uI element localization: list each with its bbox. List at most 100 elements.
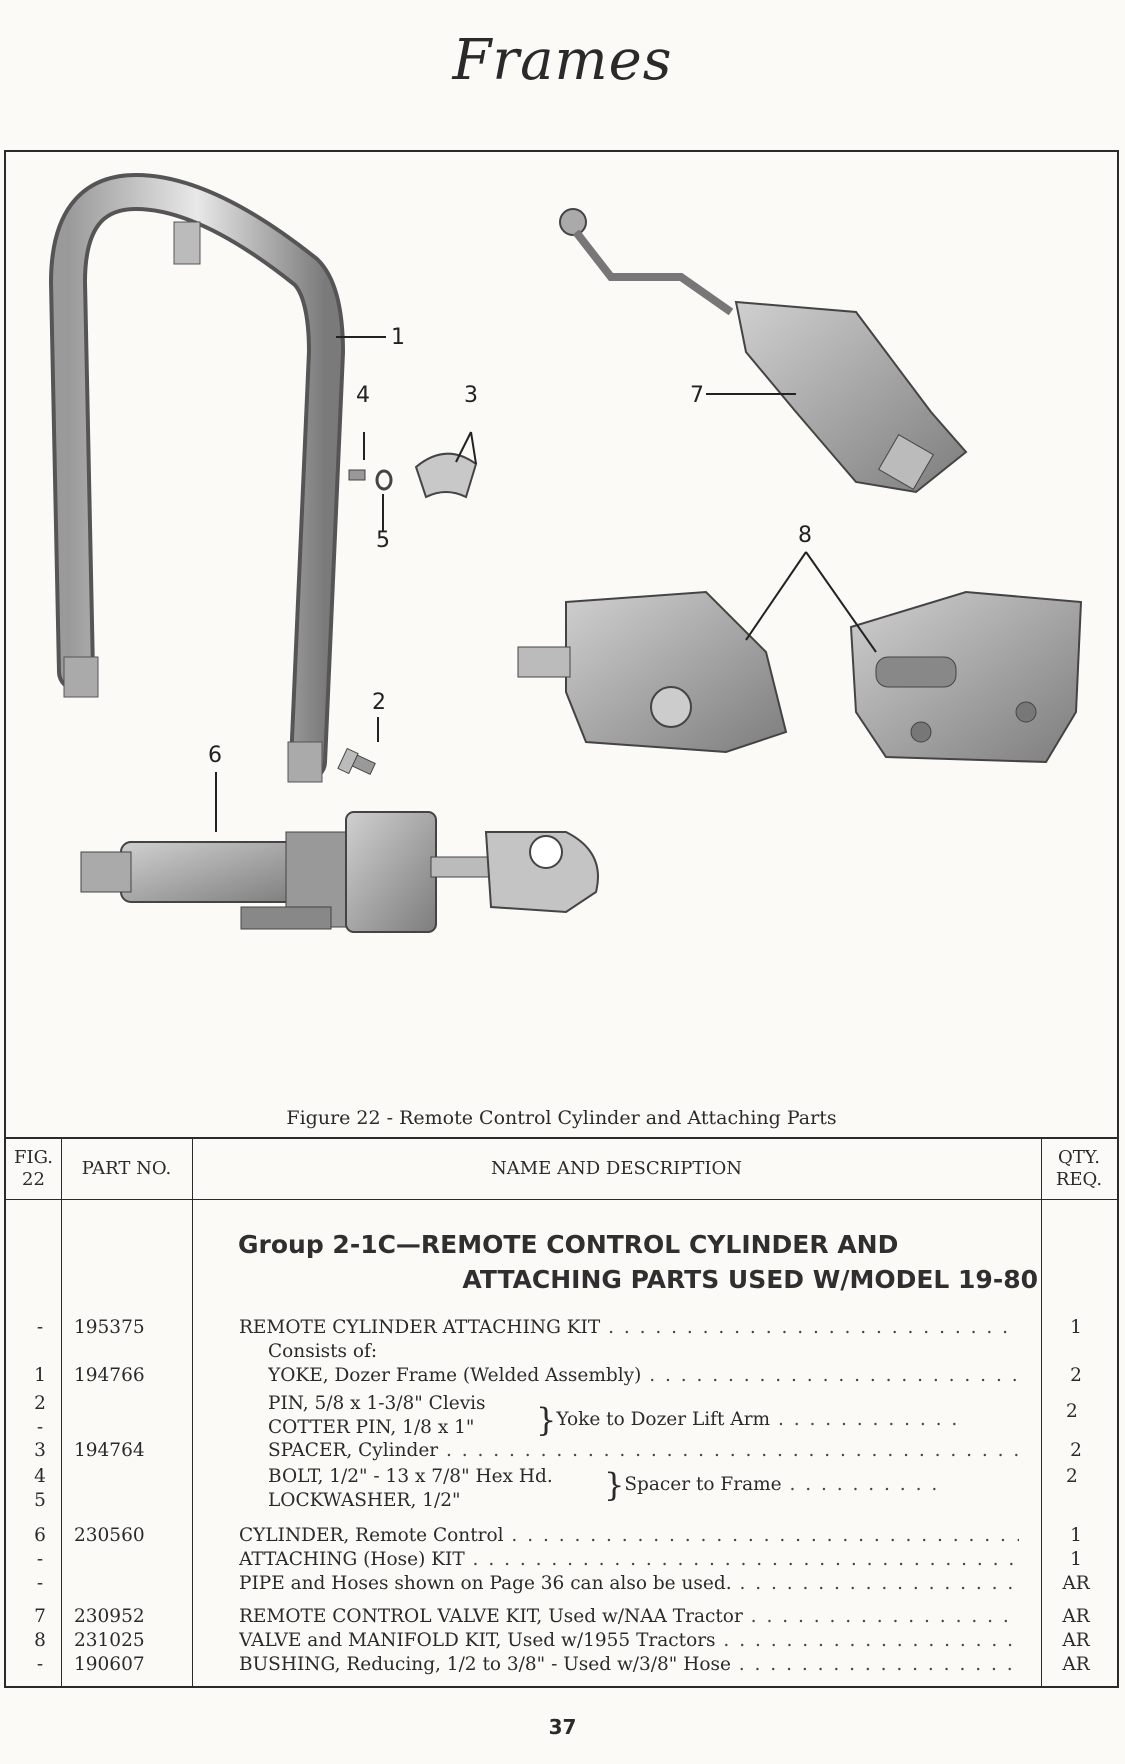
row-qty: AR	[1062, 1606, 1090, 1627]
row-description: REMOTE CYLINDER ATTACHING KIT . . . . . …	[239, 1317, 1019, 1338]
row-qty: 1	[1070, 1317, 1082, 1338]
row-description: PIN, 5/8 x 1-3/8" Clevis	[268, 1392, 1018, 1416]
parts-table: FIG. 22 PART NO. NAME AND DESCRIPTION QT…	[6, 1137, 1117, 1688]
row-qty: 2	[1070, 1440, 1082, 1461]
table-row: - ATTACHING (Hose) KIT . . . . . . . . . …	[6, 1548, 1117, 1572]
figure-caption: Figure 22 - Remote Control Cylinder and …	[286, 1107, 837, 1129]
row-description-text: PIN, 5/8 x 1-3/8" Clevis	[268, 1393, 486, 1414]
page-title: Frames	[452, 28, 673, 93]
row-description: REMOTE CONTROL VALVE KIT, Used w/NAA Tra…	[239, 1606, 1019, 1627]
remote-cylinder-part	[80, 811, 599, 933]
callout-4: 4	[356, 383, 370, 408]
row-fig: -	[36, 1573, 44, 1594]
callout-5: 5	[376, 528, 390, 553]
table-row: - COTTER PIN, 1/8 x 1"	[6, 1416, 1117, 1440]
row-description-text: BOLT, 1/2" - 13 x 7/8" Hex Hd.	[268, 1466, 553, 1487]
callout-leaders	[215, 336, 877, 832]
callout-2: 2	[372, 690, 386, 715]
row-fig: 3	[34, 1440, 46, 1461]
callout-7: 7	[690, 383, 704, 408]
row-description-text: LOCKWASHER, 1/2"	[268, 1490, 461, 1511]
row-description: COTTER PIN, 1/8 x 1"	[268, 1416, 1018, 1440]
row-qty: AR	[1062, 1630, 1090, 1651]
row-description: VALVE and MANIFOLD KIT, Used w/1955 Trac…	[239, 1630, 1019, 1651]
row-fig: 2	[34, 1393, 46, 1414]
header-name: NAME AND DESCRIPTION	[490, 1158, 742, 1179]
group-title-line1: Group 2-1C—REMOTE CONTROL CYLINDER AND	[238, 1230, 899, 1259]
row-description: SPACER, Cylinder . . . . . . . . . . . .…	[268, 1440, 1018, 1461]
row-part-no: 194766	[74, 1365, 145, 1386]
content-frame: 1 2 3 4 5 6 7 8 Figure 22 - Remote Contr…	[4, 150, 1119, 1688]
row-qty: 2	[1070, 1365, 1082, 1386]
callout-3: 3	[464, 383, 478, 408]
table-row: 2 PIN, 5/8 x 1-3/8" Clevis	[6, 1392, 1117, 1416]
row-description: BUSHING, Reducing, 1/2 to 3/8" - Used w/…	[239, 1654, 1019, 1675]
row-qty: 1	[1070, 1525, 1082, 1546]
col-divider	[1041, 1139, 1042, 1688]
bolt-part-2	[337, 747, 376, 776]
row-description-text: PIPE and Hoses shown on Page 36 can also…	[239, 1573, 732, 1594]
callout-1: 1	[391, 325, 405, 350]
row-description: YOKE, Dozer Frame (Welded Assembly) . . …	[268, 1365, 1018, 1386]
yoke-frame-part	[48, 172, 346, 783]
row-fig: 7	[34, 1606, 46, 1627]
row-part-no: 230952	[74, 1606, 145, 1627]
group-title: Group 2-1C—REMOTE CONTROL CYLINDER AND A…	[238, 1227, 1038, 1297]
row-description: Consists of:	[268, 1340, 1018, 1364]
row-part-no: 194764	[74, 1440, 145, 1461]
row-fig: 4	[34, 1466, 46, 1487]
header-divider	[6, 1199, 1117, 1200]
row-part-no: 230560	[74, 1525, 145, 1546]
brace-note-pin-text: Yoke to Dozer Lift Arm	[556, 1409, 771, 1430]
row-description-text: CYLINDER, Remote Control	[239, 1525, 504, 1546]
page-number: 37	[548, 1715, 577, 1739]
row-description: BOLT, 1/2" - 13 x 7/8" Hex Hd.	[268, 1465, 1018, 1489]
row-fig: -	[36, 1317, 44, 1338]
col-divider	[192, 1139, 193, 1688]
table-row: - 190607 BUSHING, Reducing, 1/2 to 3/8" - …	[6, 1653, 1117, 1677]
row-fig: -	[36, 1654, 44, 1675]
valve-manifold-part	[517, 590, 1083, 764]
row-qty: AR	[1062, 1573, 1090, 1594]
row-description-text: BUSHING, Reducing, 1/2 to 3/8" - Used w/…	[239, 1654, 731, 1675]
header-qty: QTY. REQ.	[1041, 1147, 1117, 1191]
row-description-text: VALVE and MANIFOLD KIT, Used w/1955 Trac…	[239, 1630, 716, 1651]
table-row: - PIPE and Hoses shown on Page 36 can als…	[6, 1572, 1117, 1596]
row-part-no: 190607	[74, 1654, 145, 1675]
header-qty-req: REQ.	[1055, 1169, 1103, 1190]
brace-note-bolt-text: Spacer to Frame	[624, 1474, 782, 1495]
row-description: ATTACHING (Hose) KIT . . . . . . . . . .…	[239, 1549, 1019, 1570]
brace-note-pin: }Yoke to Dozer Lift Arm . . . . . . . . …	[536, 1401, 960, 1439]
row-fig: 8	[34, 1630, 46, 1651]
row-description-text: COTTER PIN, 1/8 x 1"	[268, 1417, 475, 1438]
row-description-text: Consists of:	[268, 1341, 378, 1362]
spacer-bolt-washer-parts	[348, 452, 478, 499]
table-row: 3 194764 SPACER, Cylinder . . . . . . . . …	[6, 1439, 1117, 1463]
callout-8: 8	[798, 523, 812, 548]
row-fig: -	[36, 1417, 44, 1438]
row-description-text: SPACER, Cylinder	[268, 1440, 439, 1461]
header-fig: FIG. 22	[6, 1147, 61, 1191]
brace-note-pin-qty: 2	[1066, 1401, 1078, 1422]
row-description: PIPE and Hoses shown on Page 36 can also…	[239, 1573, 1019, 1594]
table-row: 5 LOCKWASHER, 1/2"	[6, 1489, 1117, 1513]
header-fig-number: 22	[22, 1169, 45, 1190]
row-description-text: YOKE, Dozer Frame (Welded Assembly)	[268, 1365, 642, 1386]
callout-6: 6	[208, 743, 222, 768]
row-part-no: 195375	[74, 1317, 145, 1338]
col-divider	[61, 1139, 62, 1688]
control-valve-part	[559, 208, 968, 494]
row-fig: 5	[34, 1490, 46, 1511]
header-fig-label: FIG.	[13, 1147, 54, 1168]
table-row: Consists of:	[6, 1340, 1117, 1364]
table-row: 4 BOLT, 1/2" - 13 x 7/8" Hex Hd.	[6, 1465, 1117, 1489]
row-fig: 6	[34, 1525, 46, 1546]
row-description: CYLINDER, Remote Control . . . . . . . .…	[239, 1525, 1019, 1546]
table-row: - 195375 REMOTE CYLINDER ATTACHING KIT . .…	[6, 1316, 1117, 1340]
table-row: 6 230560 CYLINDER, Remote Control . . . . …	[6, 1524, 1117, 1548]
row-description-text: REMOTE CYLINDER ATTACHING KIT	[239, 1317, 601, 1338]
row-description-text: REMOTE CONTROL VALVE KIT, Used w/NAA Tra…	[239, 1606, 743, 1627]
group-title-line2: ATTACHING PARTS USED W/MODEL 19-80	[462, 1265, 1038, 1294]
row-fig: -	[36, 1549, 44, 1570]
